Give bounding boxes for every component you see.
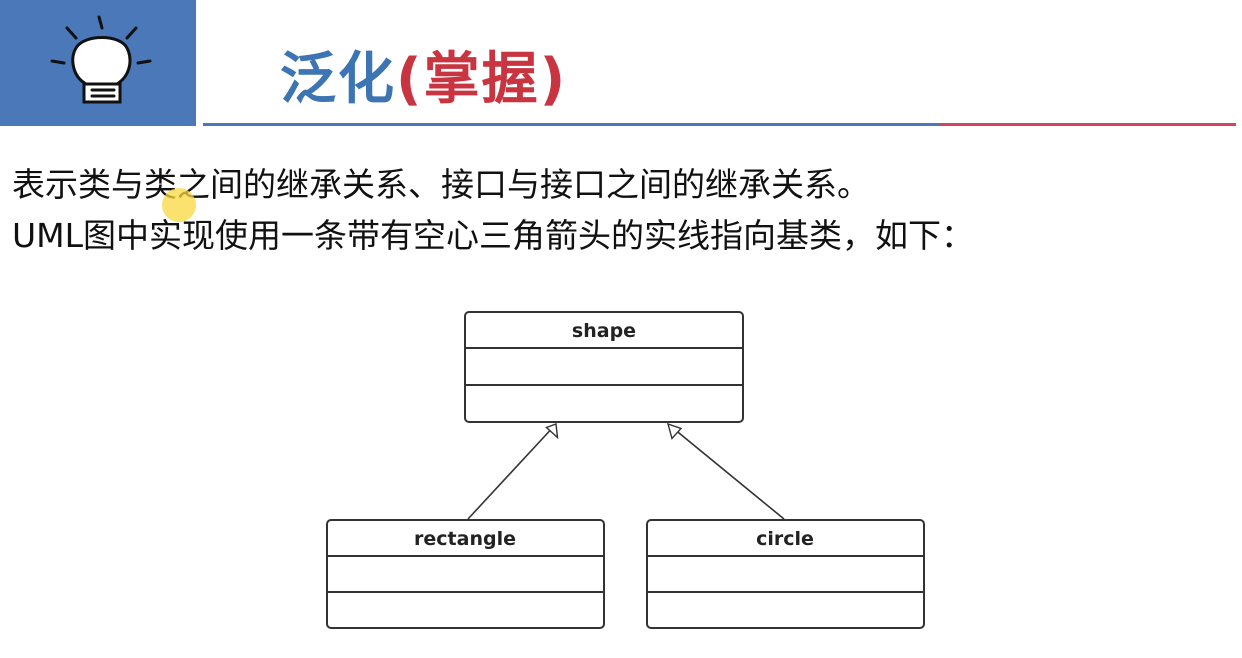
lightbulb-icon — [50, 15, 152, 104]
title-underline-red — [940, 123, 1236, 126]
page-title: 泛化(掌握) — [280, 44, 567, 116]
title-paren: (掌握) — [396, 47, 568, 112]
class-name-circle: circle — [756, 528, 814, 550]
title-main: 泛化 — [280, 47, 396, 112]
class-name-shape: shape — [572, 320, 636, 342]
generalization-arrow-rectangle — [467, 423, 557, 520]
title-underline-blue — [203, 123, 940, 126]
class-box-rectangle: rectangle — [326, 519, 605, 629]
class-box-shape: shape — [464, 311, 744, 423]
class-name-rectangle: rectangle — [414, 528, 516, 550]
pointer-highlight — [162, 188, 196, 222]
generalization-arrow-circle — [667, 423, 785, 520]
description-line-2: UML图中实现使用一条带有空心三角箭头的实线指向基类，如下： — [12, 216, 975, 255]
logo-banner — [0, 0, 196, 126]
arrowhead-rectangle — [545, 423, 559, 440]
class-box-circle: circle — [646, 519, 925, 629]
arrowhead-circle — [666, 422, 683, 440]
description-line-1: 表示类与类之间的继承关系、接口与接口之间的继承关系。 — [12, 165, 870, 204]
